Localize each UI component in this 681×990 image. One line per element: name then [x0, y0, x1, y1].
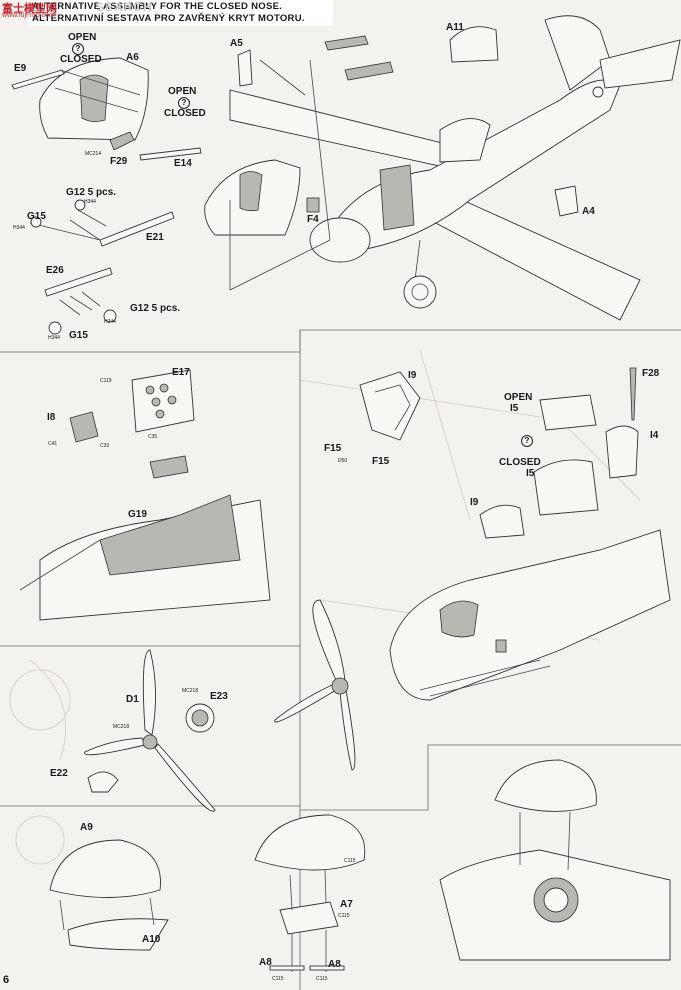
canopy-open-i5: [539, 394, 597, 431]
label-open-canopy: OPEN: [504, 392, 533, 403]
label-f28: F28: [642, 368, 660, 379]
page-number: 6: [3, 974, 10, 986]
cowling-part-f4-assembly: [204, 159, 320, 236]
small-panel-a5: [237, 49, 253, 87]
label-f4: F4: [307, 214, 319, 225]
guns-e21: [29, 199, 175, 247]
header-line-2: ALTERNATIVNÍ SESTAVA PRO ZAVŘENÝ KRYT MO…: [32, 13, 305, 24]
nose-cone-a9-a10: [49, 839, 169, 951]
label-f15-b: F15: [372, 456, 390, 467]
label-a6: A6: [126, 52, 139, 63]
fuselage-nose-section: [389, 529, 671, 701]
canopy-closed-i5: [533, 459, 599, 516]
canopy-i4: [605, 425, 639, 479]
windscreen-i9b: [479, 504, 525, 539]
label-e23: E23: [210, 691, 228, 702]
label-i5-b: I5: [526, 468, 535, 479]
label-d50: D50: [338, 458, 348, 464]
label-c115-b: C115: [338, 913, 350, 919]
instrument-panel-e17: [131, 369, 195, 433]
nose-cone-a7-a8: [254, 814, 366, 972]
label-a8-a: A8: [259, 957, 272, 968]
label-e9: E9: [14, 63, 27, 74]
label-c115-c: C115: [272, 976, 284, 982]
propeller-assembled: [274, 599, 356, 771]
label-q-circle-3: ?: [521, 435, 533, 447]
cockpit-section: [19, 494, 271, 621]
label-c115-a: C115: [344, 858, 356, 864]
label-i4: I4: [650, 430, 659, 441]
guns-e26: [44, 267, 117, 335]
label-q-circle: ?: [72, 43, 84, 55]
part-f29: [109, 131, 135, 151]
label-g12-a: G12 5 pcs.: [66, 187, 117, 198]
part-e14-bar: [139, 147, 202, 161]
part-a11-cover: [449, 26, 499, 63]
label-closed-2: CLOSED: [164, 108, 206, 119]
label-a5: A5: [230, 38, 243, 49]
label-i8: I8: [47, 412, 56, 423]
label-e17: E17: [172, 367, 190, 378]
label-closed-canopy: CLOSED: [499, 457, 541, 468]
label-q-circle-2: ?: [178, 97, 190, 109]
label-a10: A10: [142, 934, 161, 945]
part-a4-bracket: [554, 185, 579, 217]
label-a8-b: A8: [328, 959, 341, 970]
label-c33: C33: [100, 443, 110, 449]
watermark-url: www.fuji-mo.com: [2, 12, 55, 19]
label-d1: D1: [126, 694, 139, 705]
label-open: OPEN: [68, 32, 97, 43]
label-e22: E22: [50, 768, 68, 779]
label-g15-a: G15: [27, 211, 46, 222]
label-c119: C119: [100, 378, 112, 384]
label-g19: G19: [128, 509, 147, 520]
label-a11: A11: [446, 22, 464, 33]
nose-cone-installed: [439, 759, 671, 961]
part-e9-rod: [11, 69, 65, 90]
label-closed: CLOSED: [60, 54, 102, 65]
aircraft-main: [229, 15, 681, 321]
label-e21: E21: [146, 232, 164, 243]
label-h344-d: H344: [48, 335, 60, 341]
watermark-site: SEARCH: [96, 0, 153, 14]
label-i9-b: I9: [470, 497, 479, 508]
windscreen-i9: [359, 371, 421, 441]
aerial-f28: [629, 367, 637, 421]
label-f29: F29: [110, 156, 128, 167]
exhaust-stacks: [324, 35, 394, 81]
label-i5-a: I5: [510, 403, 519, 414]
label-e26: E26: [46, 265, 64, 276]
label-a9: A9: [80, 822, 93, 833]
part-g19-shield: [149, 455, 189, 479]
label-mc218-b: MC218: [113, 724, 130, 730]
label-e14: E14: [174, 158, 192, 169]
label-h344-b: H344: [13, 225, 25, 231]
label-c115-d: C115: [316, 976, 328, 982]
label-h344-c: H344: [104, 319, 116, 325]
label-i9: I9: [408, 370, 417, 381]
section-frames: [0, 329, 681, 990]
label-h344-a: H344: [84, 199, 96, 205]
label-c35: C35: [148, 434, 158, 440]
label-c41: C41: [48, 441, 58, 447]
part-i8: [69, 411, 99, 443]
label-open-2: OPEN: [168, 86, 197, 97]
cowling-part-a6: [39, 57, 149, 141]
label-g15-b: G15: [69, 330, 88, 341]
header-line-1: ALTERNATIVE ASSEMBLY FOR THE CLOSED NOSE…: [32, 1, 283, 12]
label-mc218-a: MC218: [182, 688, 199, 694]
label-a7: A7: [340, 899, 353, 910]
label-g12-b: G12 5 pcs.: [130, 303, 181, 314]
leader-lines-1: [229, 59, 331, 291]
watermark-brand: 富士模型网: [2, 3, 57, 15]
propeller-parts: [84, 649, 216, 812]
label-mc214: MC214: [85, 151, 102, 157]
label-a4: A4: [582, 206, 595, 217]
label-f15-a: F15: [324, 443, 342, 454]
header-banner: ALTERNATIVE ASSEMBLY FOR THE CLOSED NOSE…: [28, 0, 333, 26]
